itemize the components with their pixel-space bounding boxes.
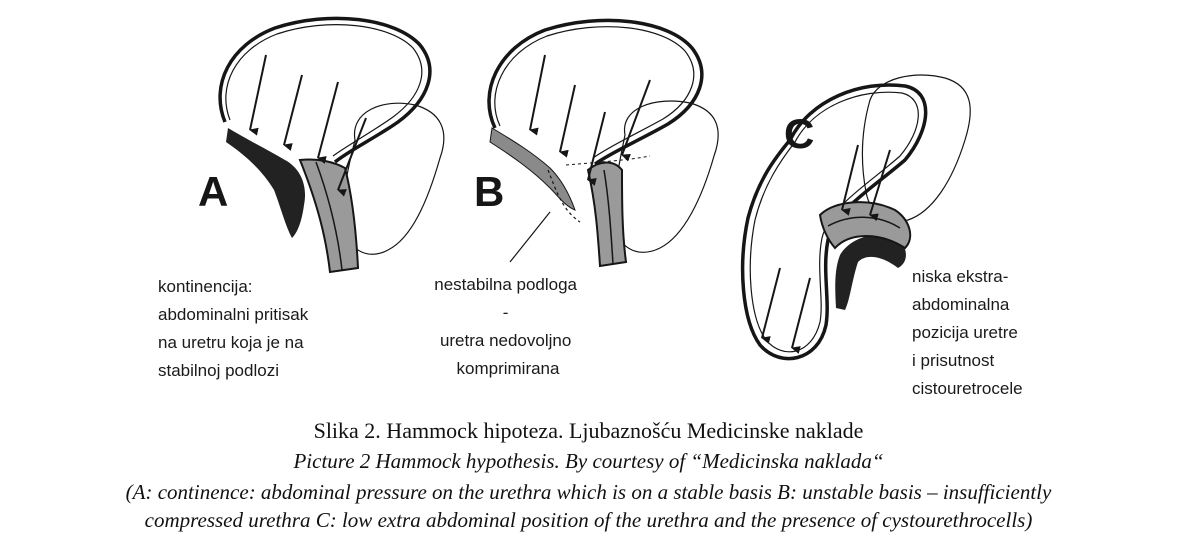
panel-a-urethra bbox=[298, 158, 360, 274]
caption-croatian: Slika 2. Hammock hipoteza. Ljubaznošću M… bbox=[313, 418, 864, 443]
panel-a: A kontinencija: abdominalni pritisak na … bbox=[158, 16, 445, 380]
panel-b-label: nestabilna podloga - uretra nedovoljno k… bbox=[434, 275, 581, 378]
panel-c-vagina-outline bbox=[861, 74, 971, 223]
panel-b-urethra bbox=[586, 161, 628, 268]
panel-c-letter: C bbox=[784, 110, 814, 157]
caption-detail: (A: continence: abdominal pressure on th… bbox=[0, 478, 1177, 534]
panel-b-letter: B bbox=[474, 168, 504, 215]
panel-c-hammock bbox=[835, 234, 906, 310]
panel-b-bladder bbox=[487, 18, 704, 166]
panel-b-hammock bbox=[489, 127, 576, 211]
panel-a-label: kontinencija: abdominalni pritisak na ur… bbox=[158, 277, 313, 380]
hammock-diagram: A kontinencija: abdominalni pritisak na … bbox=[158, 16, 1023, 398]
panel-a-letter: A bbox=[198, 168, 228, 215]
caption-english: Picture 2 Hammock hypothesis. By courtes… bbox=[293, 449, 884, 473]
caption-detail-line-1: (A: continence: abdominal pressure on th… bbox=[125, 480, 1052, 504]
panel-c-label: niska ekstra- abdominalna pozicija uretr… bbox=[912, 267, 1023, 398]
panel-b: B nestabilna podloga - uretra nedovoljno… bbox=[434, 18, 719, 378]
panel-a-hammock bbox=[226, 128, 306, 238]
panel-c: C niska ekstra- abdominalna pozicija ure… bbox=[740, 74, 1023, 398]
panel-a-bladder bbox=[218, 16, 432, 164]
panel-c-bladder bbox=[740, 83, 928, 361]
caption-detail-line-2: compressed urethra C: low extra abdomina… bbox=[144, 508, 1033, 532]
